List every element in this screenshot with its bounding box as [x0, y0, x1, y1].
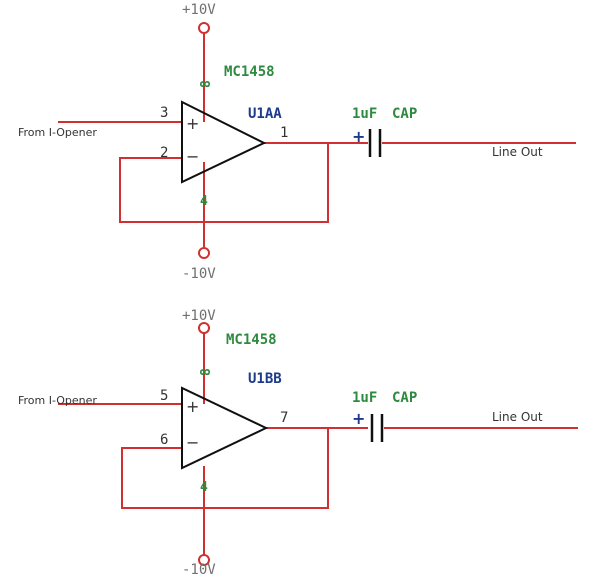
- capacitor: [368, 129, 382, 157]
- pin-vee-label: 4: [200, 480, 208, 495]
- opamp-symbol: [181, 100, 267, 184]
- supply-pos-label: +10V: [182, 2, 216, 18]
- supply-pos-label: +10V: [182, 308, 216, 324]
- feedback-wire: [119, 143, 329, 223]
- chip-label: MC1458: [224, 64, 275, 80]
- minus-input-sign: −: [186, 147, 199, 166]
- vcc-terminal[interactable]: [198, 22, 210, 34]
- input-label: From I-Opener: [18, 394, 97, 407]
- circuit-u1aa: +10V -10V MC1458 U1AA 8 4 3 2 1 + − From…: [18, 2, 576, 282]
- pin-plus-in-label: 5: [160, 388, 168, 404]
- cap-value-label: 1uF: [352, 106, 377, 122]
- circuit-u1bb: +10V -10V MC1458 U1BB 8 4 5 6 7 + − From…: [18, 308, 578, 578]
- cap-polarity-sign: +: [352, 409, 365, 428]
- output-label: Line Out: [492, 145, 543, 159]
- feedback-wire: [121, 428, 329, 509]
- cap-text-label: CAP: [392, 106, 417, 122]
- supply-neg-label: -10V: [182, 266, 216, 282]
- chip-label: MC1458: [226, 332, 277, 348]
- pin-plus-in-label: 3: [160, 105, 168, 121]
- plus-input-sign: +: [186, 114, 199, 133]
- pin-minus-in-label: 2: [160, 145, 168, 161]
- cap-value-label: 1uF: [352, 390, 377, 406]
- minus-input-sign: −: [186, 433, 199, 452]
- vcc-terminal[interactable]: [198, 322, 210, 334]
- cap-text-label: CAP: [392, 390, 417, 406]
- pin-out-label: 7: [280, 410, 288, 426]
- cap-polarity-sign: +: [352, 127, 365, 146]
- unit-label: U1BB: [248, 371, 282, 387]
- vee-terminal[interactable]: [198, 247, 210, 259]
- pin-vee-label: 4: [200, 194, 208, 209]
- pin-out-label: 1: [280, 125, 288, 141]
- pin-minus-in-label: 6: [160, 432, 168, 448]
- opamp-symbol: [181, 386, 269, 470]
- capacitor: [370, 414, 384, 442]
- plus-input-sign: +: [186, 397, 199, 416]
- output-label: Line Out: [492, 410, 543, 424]
- pin-vcc-label: 8: [199, 80, 214, 88]
- vee-terminal[interactable]: [198, 554, 210, 566]
- unit-label: U1AA: [248, 106, 282, 122]
- pin-vcc-label: 8: [199, 368, 214, 376]
- supply-neg-label: -10V: [182, 562, 216, 578]
- input-label: From I-Opener: [18, 126, 97, 139]
